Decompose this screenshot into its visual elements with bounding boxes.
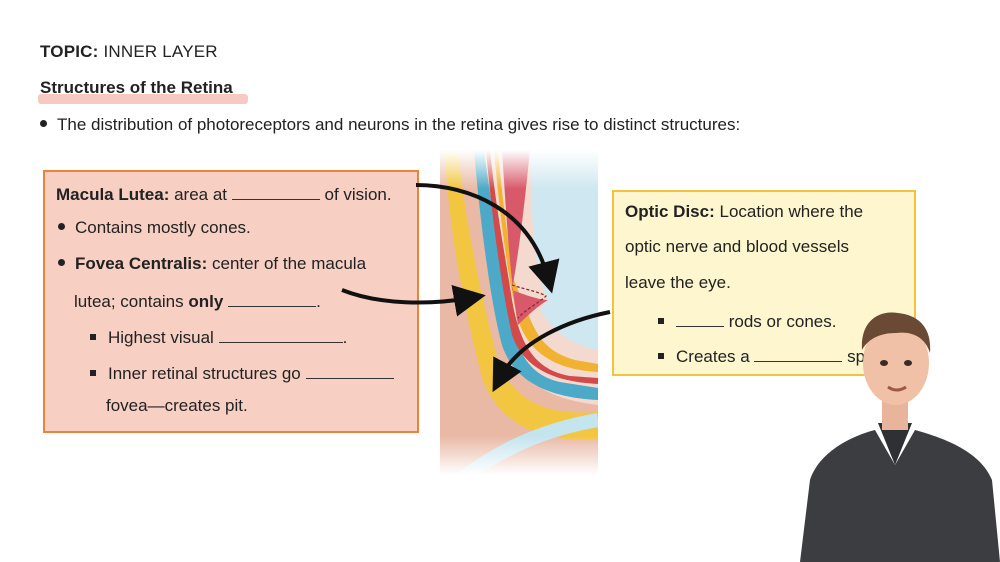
bullet-dot-icon <box>58 259 65 267</box>
macula-bullet-2: Fovea Centralis: center of the macula <box>58 254 366 274</box>
fovea-cont-a: lutea; contains <box>74 292 184 311</box>
blank-field <box>231 182 320 200</box>
macula-bullet-1-text: Contains mostly cones. <box>75 218 251 237</box>
macula-title-line: Macula Lutea: area at of vision. <box>56 182 392 205</box>
topic-label: TOPIC: <box>40 42 99 61</box>
square-bullet-icon <box>658 317 664 324</box>
sub1-text: Highest visual <box>108 328 214 347</box>
blank-field <box>676 309 724 327</box>
topic-value: INNER LAYER <box>103 42 218 61</box>
macula-lutea-box: Macula Lutea: area at of vision. Contain… <box>43 170 419 433</box>
page-subtitle: Structures of the Retina <box>40 78 233 97</box>
square-bullet-icon <box>658 352 664 359</box>
fovea-title: Fovea Centralis: <box>75 254 208 273</box>
optic-line-2: optic nerve and blood vessels <box>625 237 849 256</box>
subtitle-highlight <box>38 94 248 104</box>
intro-bullet: The distribution of photoreceptors and n… <box>40 115 740 135</box>
bullet-dot-icon <box>40 120 47 128</box>
intro-text: The distribution of photoreceptors and n… <box>57 115 741 134</box>
fovea-cont-bold: only <box>188 292 224 311</box>
square-bullet-icon <box>90 369 96 376</box>
optic-item-1: rods or cones. <box>658 309 836 332</box>
macula-sub-2: Inner retinal structures go <box>90 361 394 384</box>
optic-title: Optic Disc: <box>625 202 715 221</box>
square-bullet-icon <box>90 333 96 340</box>
blank-field <box>228 289 317 307</box>
macula-sub-1: Highest visual . <box>90 325 347 348</box>
macula-bullet-2-cont: lutea; contains only . <box>74 289 321 312</box>
blank-field <box>754 344 843 362</box>
retina-illustration <box>440 150 598 475</box>
sub1-end: . <box>342 328 348 347</box>
fovea-rest: center of the macula <box>212 254 367 273</box>
macula-title: Macula Lutea: <box>56 185 170 204</box>
macula-title-rest-b: of vision. <box>324 185 392 204</box>
optic-title-line: Optic Disc: Location where the <box>625 202 863 222</box>
bullet-dot-icon <box>58 223 65 231</box>
optic-item-2-text: Creates a <box>676 347 750 366</box>
optic-item-1-text: rods or cones. <box>728 312 837 331</box>
blank-field <box>218 325 343 343</box>
macula-sub-2-cont: fovea—creates pit. <box>106 396 248 415</box>
sub2-text: Inner retinal structures go <box>108 364 301 383</box>
macula-bullet-1: Contains mostly cones. <box>58 218 251 238</box>
blank-field <box>305 361 394 379</box>
macula-title-rest-a: area at <box>174 185 228 204</box>
fovea-cont-end: . <box>316 292 321 311</box>
presenter-video <box>800 312 1000 562</box>
optic-line-3: leave the eye. <box>625 273 731 292</box>
optic-title-rest: Location where the <box>719 202 864 221</box>
topic-heading: TOPIC: INNER LAYER <box>40 42 218 62</box>
